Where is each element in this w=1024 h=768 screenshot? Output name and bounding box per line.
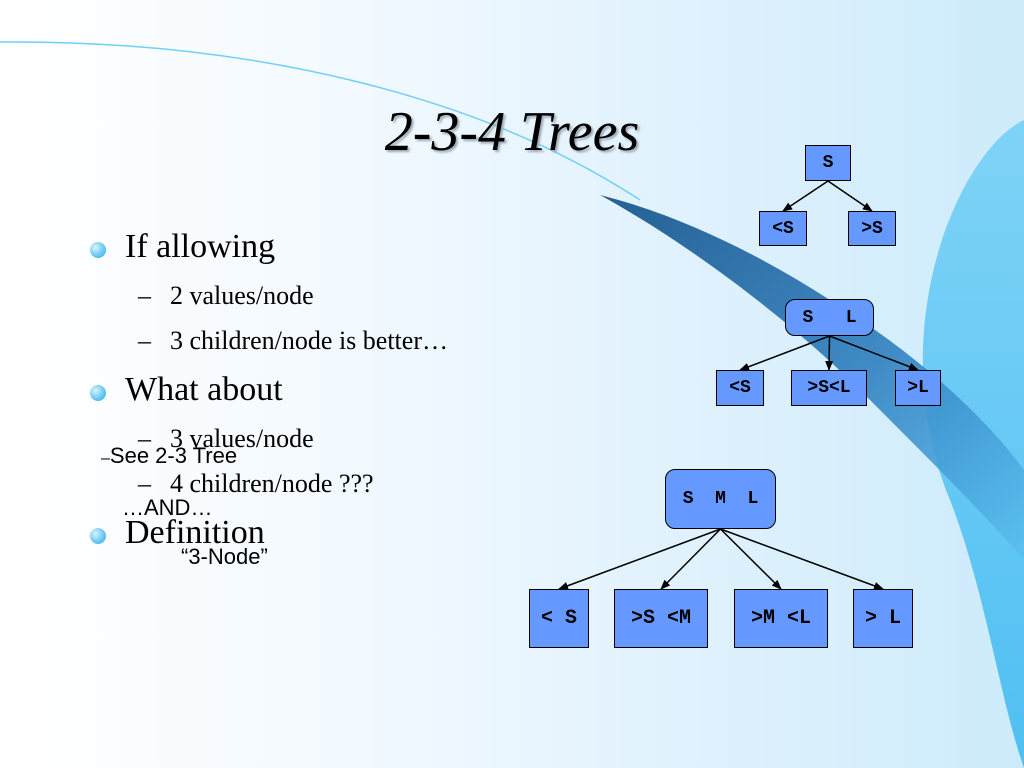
sub-bullet-label: 4 children/node ??? — [170, 469, 374, 498]
sub-bullet-label: 2 values/node — [170, 281, 314, 310]
bullet-label: If allowing — [125, 228, 276, 265]
tree2-root-node: S L — [785, 299, 874, 336]
tree1-child-node: <S — [759, 211, 807, 246]
slide-title: 2-3-4 Trees — [384, 101, 640, 163]
bullet-dot-icon — [90, 385, 106, 401]
tree3-child-node: >M <L — [734, 589, 828, 648]
bullet-dot-icon — [90, 528, 106, 544]
and-note: …AND… — [122, 495, 213, 520]
tree2-child-node: <S — [716, 370, 764, 406]
sub-bullet-label: 3 children/node is better… — [170, 326, 448, 355]
bullet-label: Definition — [125, 514, 265, 551]
tree3-root-node: S M L — [665, 469, 776, 529]
note-text: See 2-3 Tree — [109, 443, 238, 468]
tree3-child-node: > L — [853, 589, 913, 648]
dash-icon: – — [138, 469, 151, 498]
tree3-child-node: >S <M — [614, 589, 708, 648]
sub-bullet-label: 3 values/node — [170, 424, 314, 453]
see-2-3-tree-note: –See 2-3 Tree — [101, 443, 237, 469]
tree1-child-node: >S — [848, 211, 896, 246]
tree2-child-node: >L — [895, 370, 941, 406]
dash-icon: – — [138, 424, 151, 453]
tree2-child-node: >S<L — [791, 370, 867, 406]
bullet-dot-icon — [90, 242, 106, 258]
tree3-child-node: < S — [529, 589, 589, 648]
dash-icon: – — [138, 326, 151, 355]
dash-icon: – — [138, 281, 151, 310]
three-node-note: “3-Node” — [181, 544, 268, 569]
tree1-root-node: S — [805, 145, 851, 181]
bullet-label: What about — [125, 371, 283, 408]
note-dash: – — [101, 450, 110, 467]
